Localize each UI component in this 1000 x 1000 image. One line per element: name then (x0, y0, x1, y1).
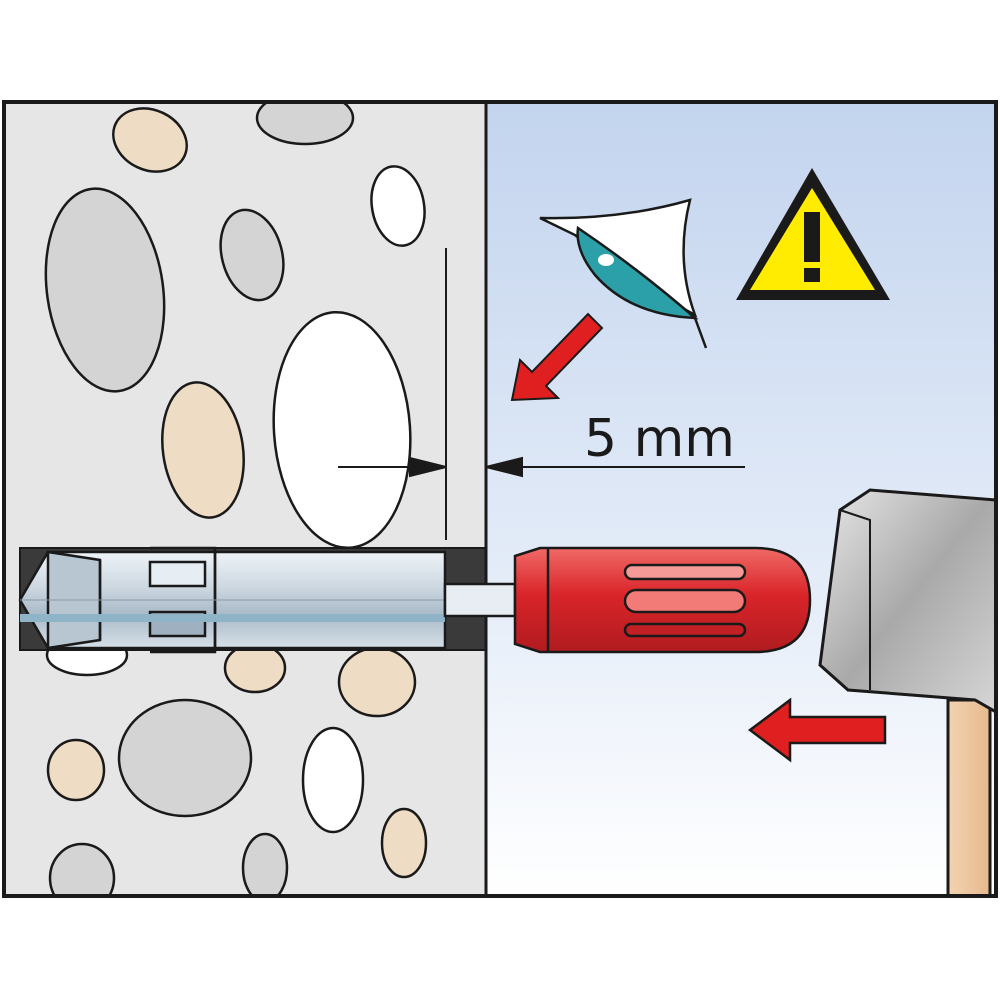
hammer (818, 488, 996, 896)
setting-tool-handle (513, 546, 812, 654)
warning-triangle-icon (736, 168, 890, 300)
diagram-frame (2, 100, 998, 898)
dimension-5mm (338, 248, 745, 540)
arrow-left-icon (747, 697, 887, 763)
anchor-sleeve (18, 546, 447, 654)
concrete-aggregate (44, 102, 428, 896)
arrow-down-left-icon (510, 312, 604, 402)
setting-tool-pin (443, 582, 517, 618)
eye-icon (539, 198, 708, 349)
dimension-label: 5 mm (584, 409, 735, 469)
